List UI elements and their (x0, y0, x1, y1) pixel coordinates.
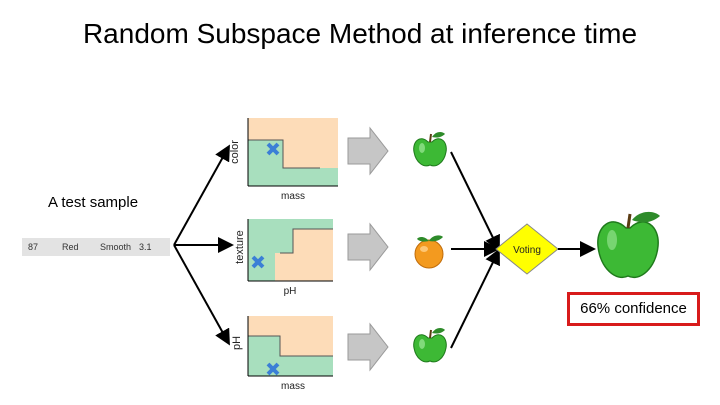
orange-fruit-icon (415, 235, 443, 268)
voting-node: Voting (496, 224, 558, 274)
plot-1-y-label: color (229, 140, 241, 164)
plot-3-y-label: pH (231, 336, 243, 350)
fan-out-lines (174, 148, 230, 342)
classifier-plot-2: texture pH (234, 219, 333, 297)
classifier-plot-3: pH mass (231, 316, 333, 392)
voting-label: Voting (513, 245, 541, 256)
gray-arrow-icon (348, 224, 388, 270)
line-from-prediction-1 (451, 152, 498, 248)
gray-arrow-icon (348, 324, 388, 370)
plot-2-x-label: pH (284, 286, 297, 297)
confidence-box: 66% confidence (567, 292, 700, 326)
classifier-plot-1: color mass (229, 118, 338, 202)
line-to-classifier-1 (174, 148, 228, 245)
green-apple-icon (414, 328, 447, 362)
line-from-prediction-3 (451, 252, 498, 348)
line-to-classifier-3 (174, 245, 228, 342)
fan-in-lines (451, 152, 498, 348)
gray-arrow-icon (348, 128, 388, 174)
plot-2-y-label: texture (234, 230, 246, 264)
plot-1-x-label: mass (281, 191, 305, 202)
plot-3-x-label: mass (281, 381, 305, 392)
green-apple-icon (414, 132, 447, 166)
green-apple-icon (598, 212, 660, 277)
